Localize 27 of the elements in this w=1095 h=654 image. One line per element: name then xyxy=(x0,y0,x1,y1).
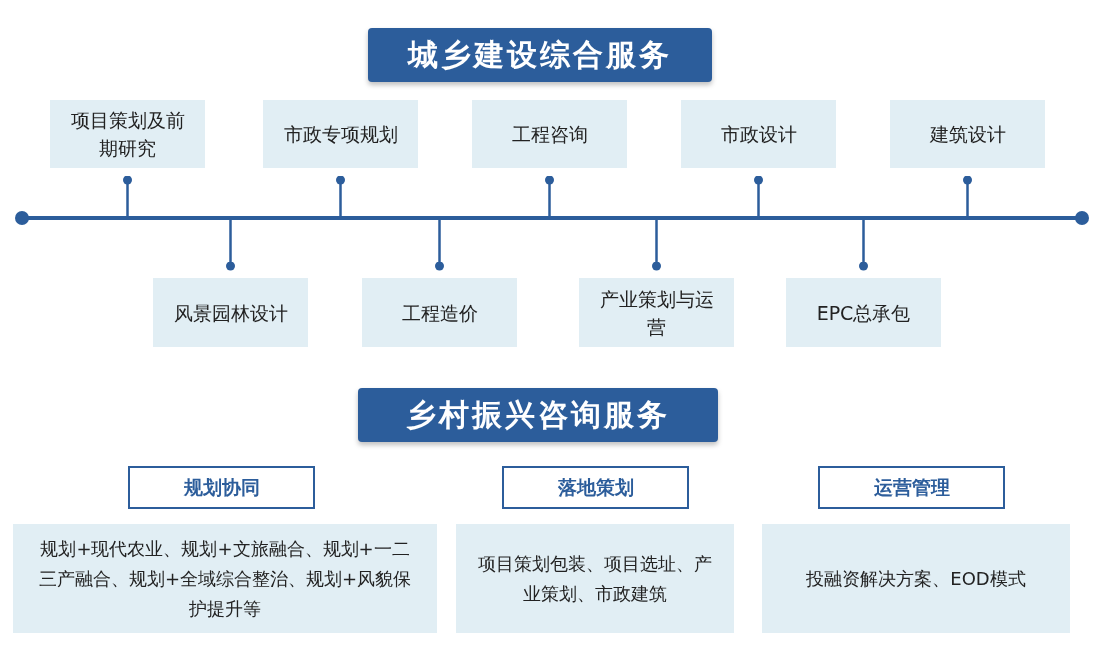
service-box: 工程咨询 xyxy=(472,100,627,168)
service-box: 市政设计 xyxy=(681,100,836,168)
description-box: 规划+现代农业、规划+文旅融合、规划+一二三产融合、规划+全域综合整治、规划+风貌保护提升等 xyxy=(13,524,437,633)
leader-line xyxy=(336,175,345,218)
service-box: 建筑设计 xyxy=(890,100,1045,168)
leader-line xyxy=(652,218,661,271)
leader-line xyxy=(963,175,972,218)
service-box: 工程造价 xyxy=(362,278,517,347)
service-box: 项目策划及前期研究 xyxy=(50,100,205,168)
leader-line xyxy=(435,218,444,271)
leader-line xyxy=(754,175,763,218)
category-header: 落地策划 xyxy=(502,466,689,509)
leader-line xyxy=(859,218,868,271)
category-header: 规划协同 xyxy=(128,466,315,509)
heading-banner: 城乡建设综合服务 xyxy=(368,28,712,82)
description-box: 项目策划包装、项目选址、产业策划、市政建筑 xyxy=(456,524,734,633)
service-box: 产业策划与运营 xyxy=(579,278,734,347)
leader-line xyxy=(226,218,235,271)
leader-line xyxy=(545,175,554,218)
timeline-axis xyxy=(14,210,1090,226)
service-box: 风景园林设计 xyxy=(153,278,308,347)
heading-banner: 乡村振兴咨询服务 xyxy=(358,388,718,442)
service-box: EPC总承包 xyxy=(786,278,941,347)
category-header: 运营管理 xyxy=(818,466,1005,509)
leader-line xyxy=(123,175,132,218)
service-box: 市政专项规划 xyxy=(263,100,418,168)
description-box: 投融资解决方案、EOD模式 xyxy=(762,524,1070,633)
